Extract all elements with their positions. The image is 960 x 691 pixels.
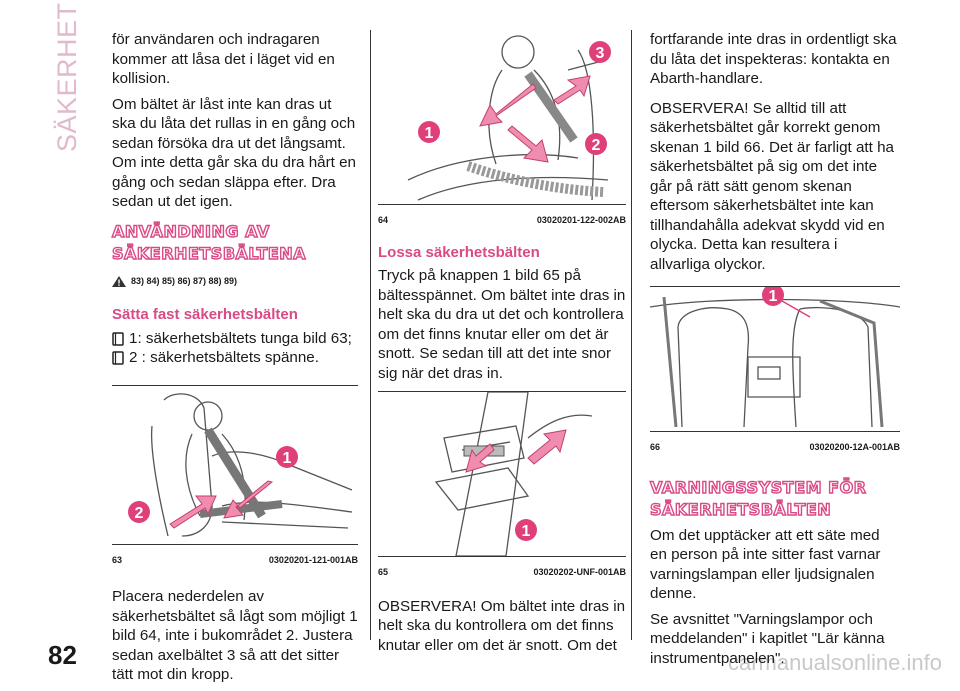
list-item-text: 1: säkerhetsbältets tunga bild 63; bbox=[129, 329, 352, 347]
figure-65: 1 65 03020202-UNF-001AB bbox=[378, 392, 626, 583]
heading-line: SÄKERHETSBÄLTEN bbox=[649, 499, 832, 519]
lap-belt-position-illustration: 3 1 2 bbox=[407, 35, 611, 201]
figure-code: 03020201-121-001AB bbox=[268, 554, 358, 565]
reference-list: 83) 84) 85) 86) 87) 88) 89) bbox=[131, 275, 238, 286]
callout-badge: 1 bbox=[418, 121, 440, 143]
paragraph: Om det upptäcker att ett säte med en per… bbox=[650, 526, 881, 603]
list-item-text: 2 : säkerhetsbältets spänne. bbox=[129, 349, 319, 366]
callout-badge: 1 bbox=[762, 287, 784, 306]
page-number: 82 bbox=[48, 640, 77, 670]
figure-63: 1 2 63 03020201-121-001AB bbox=[112, 386, 358, 571]
paragraph: fortfarande inte dras in ordentligt ska … bbox=[650, 31, 897, 87]
column-1: för användaren och indragaren kommer att… bbox=[111, 30, 358, 691]
paragraph: OBSERVERA! Om bältet inte dras in helt s… bbox=[378, 597, 626, 654]
svg-text:1: 1 bbox=[522, 523, 531, 540]
list-item: 2 : säkerhetsbältets spänne. bbox=[112, 348, 358, 368]
callout-badge: 1 bbox=[276, 445, 298, 468]
column-3: fortfarande inte dras in ordentligt ska … bbox=[649, 30, 900, 674]
figure-number: 65 bbox=[378, 567, 389, 577]
list-item: 1: säkerhetsbältets tunga bild 63; bbox=[112, 329, 358, 349]
callout-badge: 2 bbox=[128, 500, 150, 523]
figure-top-rule bbox=[112, 384, 358, 386]
chapter-title: SÄKERHET bbox=[52, 2, 82, 152]
column-divider bbox=[631, 30, 632, 640]
svg-text:2: 2 bbox=[592, 137, 601, 154]
belt-buckle-release-illustration: 1 bbox=[434, 392, 593, 556]
heading-line: SÄKERHETSBÄLTENA bbox=[111, 243, 307, 263]
paragraph: OBSERVERA! Se alltid till att säkerhetsb… bbox=[650, 99, 894, 273]
figure-caption: 66 03020200-12A-001AB bbox=[650, 431, 900, 458]
paragraph: Om bältet är låst inte kan dras ut ska d… bbox=[112, 95, 356, 211]
figure-code: 03020200-12A-001AB bbox=[809, 442, 900, 452]
paragraph: Se avsnittet "Varningslampor och meddela… bbox=[650, 610, 885, 667]
svg-text:2: 2 bbox=[135, 505, 144, 522]
section-heading: VARNINGSSYSTEM FÖR SÄKERHETSBÄLTEN bbox=[649, 477, 900, 519]
figure-number: 66 bbox=[650, 442, 661, 452]
book-icon bbox=[112, 331, 124, 346]
callout-badge: 2 bbox=[585, 133, 607, 155]
column-divider bbox=[370, 30, 371, 640]
figure-caption: 64 03020201-122-002AB bbox=[378, 204, 626, 231]
figure-code: 03020202-UNF-001AB bbox=[533, 567, 626, 577]
figure-number: 64 bbox=[378, 215, 389, 225]
heading-line: ANVÄNDNING AV bbox=[111, 221, 270, 241]
figure-66: 1 66 03020200-12A-001AB bbox=[650, 287, 900, 458]
callout-badge: 3 bbox=[589, 41, 611, 63]
paragraph: för användaren och indragaren kommer att… bbox=[112, 31, 335, 87]
figure-caption: 63 03020201-121-001AB bbox=[112, 543, 358, 571]
warning-triangle-icon bbox=[112, 275, 126, 287]
warning-references: 83) 84) 85) 86) 87) 88) 89) bbox=[112, 272, 358, 292]
column-2: 3 1 2 64 03020201-122-002AB Lossa säkerh… bbox=[378, 30, 626, 661]
seatbelt-guide-rail-illustration: 1 bbox=[650, 287, 900, 428]
paragraph: Tryck på knappen 1 bild 65 på bältesspän… bbox=[378, 267, 626, 382]
paragraph: Placera nederdelen av säkerhetsbältet så… bbox=[112, 588, 358, 683]
section-heading: ANVÄNDNING AV SÄKERHETSBÄLTENA bbox=[111, 221, 358, 263]
chapter-side-tab: SÄKERHET bbox=[50, 2, 82, 158]
svg-text:1: 1 bbox=[425, 125, 434, 142]
subheading: Lossa säkerhetsbälten bbox=[378, 243, 540, 261]
svg-text:3: 3 bbox=[596, 45, 605, 62]
watermark: carmanualsonline.info bbox=[727, 650, 942, 675]
figure-code: 03020201-122-002AB bbox=[536, 215, 626, 225]
figure-caption: 65 03020202-UNF-001AB bbox=[378, 556, 626, 583]
figure-64: 3 1 2 64 03020201-122-002AB bbox=[378, 30, 626, 231]
seatbelt-fastening-illustration: 1 2 bbox=[128, 392, 353, 537]
book-icon bbox=[112, 351, 124, 365]
svg-text:1: 1 bbox=[283, 450, 292, 467]
figure-number: 63 bbox=[112, 554, 123, 565]
heading-line: VARNINGSSYSTEM FÖR bbox=[649, 477, 867, 497]
subheading: Sätta fast säkerhetsbälten bbox=[112, 306, 298, 323]
callout-badge: 1 bbox=[515, 519, 537, 541]
svg-text:1: 1 bbox=[769, 288, 778, 305]
